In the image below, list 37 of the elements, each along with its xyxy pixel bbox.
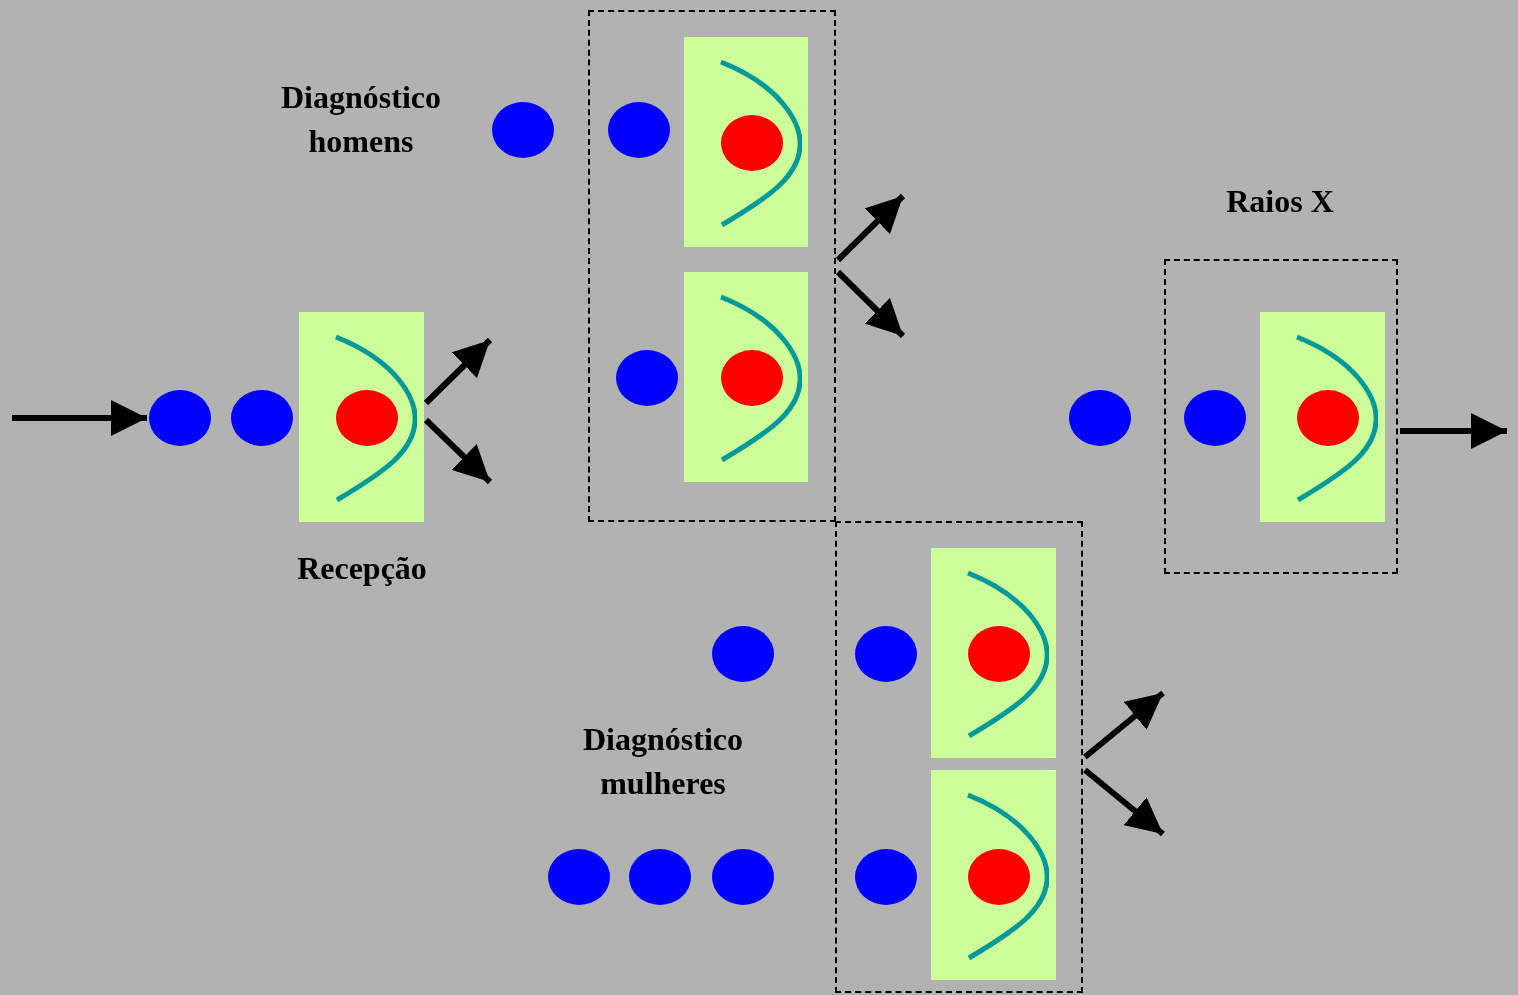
arrow <box>423 337 493 406</box>
dashed-frame <box>588 10 836 522</box>
served-patient-dot <box>336 390 398 446</box>
service-counter-box <box>684 272 808 482</box>
service-counter-box <box>931 770 1056 980</box>
waiting-patient-dot <box>231 390 293 446</box>
group-heading: Raios X <box>1225 182 1335 221</box>
arrow <box>1083 767 1165 837</box>
waiting-patient-dot <box>712 626 774 682</box>
waiting-patient-dot <box>629 849 691 905</box>
arrow <box>1083 690 1165 760</box>
group-heading: Recepção <box>296 549 428 588</box>
arrow <box>12 400 147 436</box>
waiting-patient-dot <box>608 102 670 158</box>
waiting-patient-dot <box>1069 390 1131 446</box>
waiting-patient-dot <box>712 849 774 905</box>
arrow <box>1400 413 1507 449</box>
served-patient-dot <box>968 849 1030 905</box>
service-counter-box <box>1260 312 1385 522</box>
served-patient-dot <box>1297 390 1359 446</box>
group-heading: Diagnóstico mulheres <box>582 720 744 803</box>
service-counter-box <box>931 548 1056 758</box>
arrow <box>835 193 906 263</box>
waiting-patient-dot <box>149 390 211 446</box>
service-counter-box <box>684 37 808 247</box>
waiting-patient-dot <box>855 849 917 905</box>
served-patient-dot <box>721 350 783 406</box>
waiting-patient-dot <box>492 102 554 158</box>
waiting-patient-dot <box>855 626 917 682</box>
queue-label: Diagnóstico homens <box>280 78 442 161</box>
waiting-patient-dot <box>548 849 610 905</box>
waiting-patient-dot <box>616 350 678 406</box>
waiting-patient-dot <box>1184 390 1246 446</box>
arrow <box>423 417 493 485</box>
arrow <box>835 269 906 339</box>
served-patient-dot <box>721 115 783 171</box>
served-patient-dot <box>968 626 1030 682</box>
